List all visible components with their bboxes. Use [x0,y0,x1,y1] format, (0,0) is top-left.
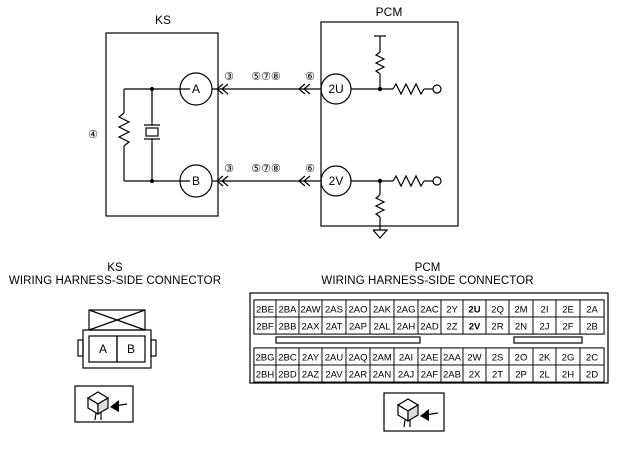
pcm-pin-label: 2X [469,370,481,381]
pcm-pin-label: 2AK [373,305,392,316]
pcm-pin-label: 2M [514,305,527,316]
pcm-pin-label: 2N [515,322,527,333]
ks-connector-pin-a: A [99,342,107,356]
pcm-pin-label: 2AL [374,322,391,333]
pcm-pin-label: 2AP [349,322,367,333]
pcm-pin-label: 2L [539,370,550,381]
pcm-pin-label: 2AB [443,370,461,381]
pcm-pin-label: 2AH [397,322,416,333]
pcm-pin-label: 2AA [443,353,462,364]
callout-6-lower: ⑥ [305,163,315,175]
pcm-pin-label: 2AG [396,305,415,316]
pcm-pin-label: 2Z [446,322,457,333]
callout-6-upper: ⑥ [305,71,315,83]
pcm-pin-label: 2AV [325,370,343,381]
pcm-pin-label: 2AJ [398,370,415,381]
pcm-pin-label: 2AE [421,353,439,364]
pcm-pin-label: 2BF [256,322,274,333]
pcm-pin-label: 2AO [348,305,367,316]
pcm-pin-label: 2B [586,322,598,333]
pcm-pin-label: 2BA [279,305,298,316]
ks-connector-heading: KS WIRING HARNESS-SIDE CONNECTOR [0,262,230,288]
pcm-pin-label: 2S [492,353,504,364]
pcm-pin-label: 2AZ [302,370,320,381]
pcm-pin-label: 2AF [421,370,439,381]
pcm-internal-circuit [351,35,442,239]
ks-component-box [105,32,219,217]
pcm-pin-label: 2AY [302,353,320,364]
pcm-pin-label: 2F [562,322,573,333]
pcm-pin-label: 2J [539,322,549,333]
knock-sensor-element [117,88,190,182]
callout-578-upper: ⑤⑦⑧ [251,71,281,83]
pcm-pin-label: 2R [491,322,503,333]
pcm-pin-label: 2W [467,353,481,364]
pcm-pin-label: 2AS [325,305,343,316]
pcm-pin-label: 2H [562,370,574,381]
pcm-pin-label: 2I [541,305,549,316]
pcm-view-direction-icon [383,392,445,432]
pcm-pin-label: 2AQ [348,353,367,364]
pcm-pin-label: 2AW [300,305,320,316]
pcm-pin-label: 2D [586,370,598,381]
ks-view-direction-icon [74,385,134,423]
pcm-pin-label: 2V [469,322,481,333]
pcm-pin-label: 2AT [326,322,343,333]
callout-4: ④ [88,129,98,141]
pcm-pin-label: 2Q [491,305,504,316]
pcm-pin-label: 2BD [278,370,297,381]
ks-connector-title: KS [107,262,123,274]
pcm-pin-label: 2BB [279,322,297,333]
terminal-a-label: A [192,82,200,96]
ks-title: KS [155,13,171,27]
pcm-pin-label: 2C [586,353,598,364]
pcm-pin-label: 2A [586,305,598,316]
pcm-connector-title: PCM [414,262,441,274]
pcm-title: PCM [376,5,403,19]
pcm-pin-label: 2AN [373,370,392,381]
pcm-pin-label: 2BG [255,353,274,364]
pcm-pin-label: 2P [515,370,527,381]
pcm-component-box [320,21,459,227]
ks-connector-pin-b: B [127,342,135,356]
pcm-connector-subtitle: WIRING HARNESS-SIDE CONNECTOR [321,275,534,287]
callout-3-lower: ③ [224,163,234,175]
pcm-pin-label: 2E [562,305,574,316]
pcm-pin-label: 2AR [349,370,368,381]
pcm-pin-cell [579,364,605,383]
pcm-pin-label: 2G [562,353,575,364]
pcm-pin-label: 2O [515,353,528,364]
pcm-pin-label: 2U [468,305,480,316]
connector-chevrons [216,83,311,187]
pcm-pin-label: 2AI [399,353,413,364]
pcm-pin-cell [579,316,605,335]
terminal-b-label: B [192,174,200,188]
callout-578-lower: ⑤⑦⑧ [251,163,281,175]
pcm-pin-label: 2AX [302,322,321,333]
pcm-pin-label: 2AU [325,353,344,364]
pcm-pin-2v-label: 2V [329,174,344,188]
pcm-pin-label: 2BC [278,353,297,364]
callout-3-upper: ③ [224,71,234,83]
ks-connector-subtitle: WIRING HARNESS-SIDE CONNECTOR [8,275,222,287]
pcm-pin-label: 2BH [256,370,275,381]
pcm-pin-label: 2AD [420,322,439,333]
pcm-pin-label: 2AM [372,353,392,364]
ks-connector-face [77,309,157,369]
pcm-connector-heading: PCM WIRING HARNESS-SIDE CONNECTOR [290,262,565,288]
pcm-pin-label: 2BE [256,305,274,316]
pcm-pin-label: 2AC [420,305,439,316]
pcm-pin-label: 2K [539,353,551,364]
pcm-pin-label: 2Y [446,305,458,316]
pcm-pin-label: 2T [492,370,503,381]
pcm-pin-2u-label: 2U [328,82,343,96]
